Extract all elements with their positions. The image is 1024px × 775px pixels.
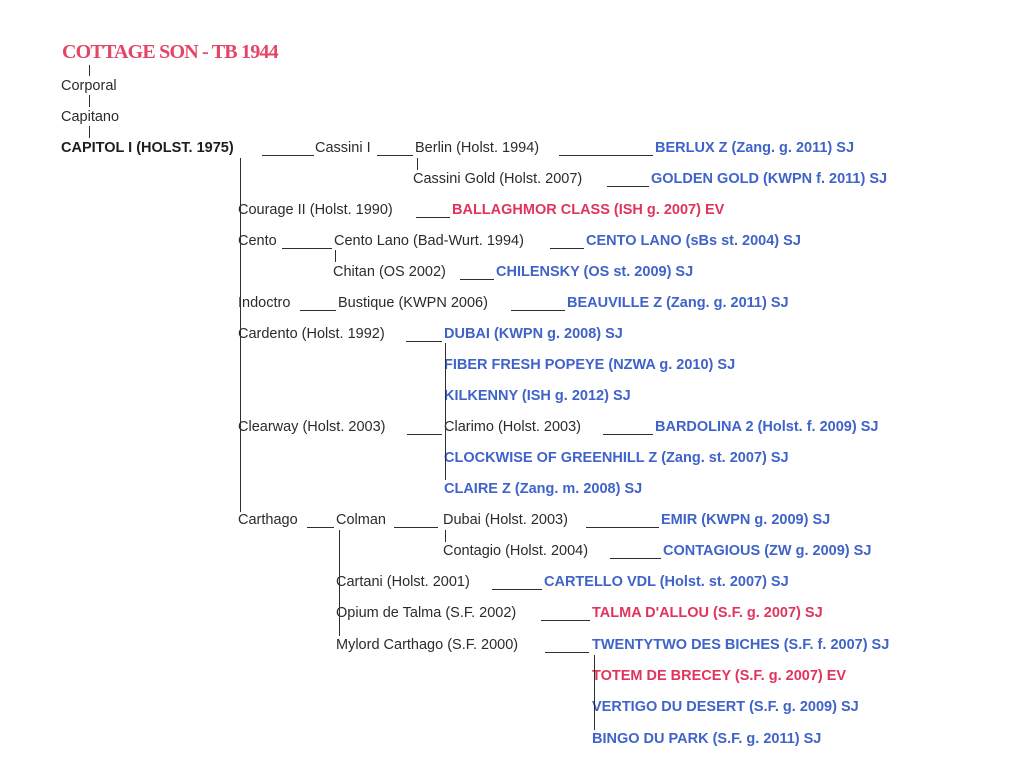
connector-line [89, 126, 91, 138]
connector-line [262, 155, 314, 157]
connector-line [282, 248, 332, 250]
node-contagious: CONTAGIOUS (ZW g. 2009) SJ [663, 543, 872, 559]
node-clarimo: Clarimo (Holst. 2003) [444, 419, 581, 435]
connector-line [416, 217, 450, 219]
node-courage: Courage II (Holst. 1990) [238, 202, 393, 218]
connector-line [89, 95, 91, 107]
node-cassini-i: Cassini I [315, 140, 371, 156]
node-chilensky: CHILENSKY (OS st. 2009) SJ [496, 264, 694, 280]
connector-line [417, 158, 419, 170]
connector-line [89, 65, 91, 76]
node-totem: TOTEM DE BRECEY (S.F. g. 2007) EV [592, 668, 847, 684]
node-vertigo: VERTIGO DU DESERT (S.F. g. 2009) SJ [592, 699, 859, 715]
connector-line [445, 343, 447, 480]
node-claire: CLAIRE Z (Zang. m. 2008) SJ [444, 481, 643, 497]
connector-line [445, 530, 447, 542]
node-capitol: CAPITOL I (HOLST. 1975) [61, 140, 234, 156]
connector-line [550, 248, 584, 250]
connector-line [406, 341, 442, 343]
node-colman: Colman [336, 512, 386, 528]
connector-line [541, 620, 590, 622]
node-capitano: Capitano [61, 109, 120, 125]
node-corporal: Corporal [61, 78, 117, 94]
connector-line [335, 250, 337, 262]
node-dubai-holst: Dubai (Holst. 2003) [443, 512, 568, 528]
node-cento-lano: CENTO LANO (sBs st. 2004) SJ [586, 233, 801, 249]
connector-line [559, 155, 653, 157]
node-cento-lano-sire: Cento Lano (Bad-Wurt. 1994) [334, 233, 524, 249]
node-contagio: Contagio (Holst. 2004) [443, 543, 589, 559]
node-beauville: BEAUVILLE Z (Zang. g. 2011) SJ [567, 295, 789, 311]
node-berlin: Berlin (Holst. 1994) [415, 140, 540, 156]
node-clockwise: CLOCKWISE OF GREENHILL Z (Zang. st. 2007… [444, 450, 789, 466]
node-emir: EMIR (KWPN g. 2009) SJ [661, 512, 831, 528]
connector-line [339, 530, 341, 636]
node-carthago: Carthago [238, 512, 298, 528]
connector-line [594, 655, 596, 730]
node-cartani: Cartani (Holst. 2001) [336, 574, 470, 590]
connector-line [545, 652, 589, 654]
node-mylord: Mylord Carthago (S.F. 2000) [336, 637, 519, 653]
node-cassini-gold: Cassini Gold (Holst. 2007) [413, 171, 583, 187]
node-cartello: CARTELLO VDL (Holst. st. 2007) SJ [544, 574, 789, 590]
node-twentytwo: TWENTYTWO DES BICHES (S.F. f. 2007) SJ [592, 637, 890, 653]
node-kilkenny: KILKENNY (ISH g. 2012) SJ [444, 388, 631, 404]
connector-line [394, 527, 438, 529]
connector-line [603, 434, 653, 436]
connector-line [407, 434, 442, 436]
node-fiber-fresh: FIBER FRESH POPEYE (NZWA g. 2010) SJ [444, 357, 736, 373]
connector-line [377, 155, 413, 157]
node-dubai-kwpn: DUBAI (KWPN g. 2008) SJ [444, 326, 623, 342]
node-chitan: Chitan (OS 2002) [333, 264, 446, 280]
node-bustique: Bustique (KWPN 2006) [338, 295, 488, 311]
node-bingo: BINGO DU PARK (S.F. g. 2011) SJ [592, 731, 822, 747]
connector-line [492, 589, 542, 591]
page-title: COTTAGE SON - TB 1944 [62, 41, 279, 63]
node-ballaghmor: BALLAGHMOR CLASS (ISH g. 2007) EV [452, 202, 725, 218]
connector-line [240, 158, 242, 512]
connector-line [460, 279, 494, 281]
node-talma: TALMA D'ALLOU (S.F. g. 2007) SJ [592, 605, 823, 621]
node-indoctro: Indoctro [238, 295, 291, 311]
connector-line [610, 558, 661, 560]
node-berlux: BERLUX Z (Zang. g. 2011) SJ [655, 140, 855, 156]
node-opium: Opium de Talma (S.F. 2002) [336, 605, 517, 621]
connector-line [607, 186, 649, 188]
node-clearway: Clearway (Holst. 2003) [238, 419, 386, 435]
node-cardento: Cardento (Holst. 1992) [238, 326, 385, 342]
connector-line [307, 527, 334, 529]
node-golden-gold: GOLDEN GOLD (KWPN f. 2011) SJ [651, 171, 888, 187]
connector-line [511, 310, 565, 312]
connector-line [586, 527, 659, 529]
connector-line [300, 310, 336, 312]
node-cento: Cento [238, 233, 277, 249]
node-bardolina: BARDOLINA 2 (Holst. f. 2009) SJ [655, 419, 879, 435]
